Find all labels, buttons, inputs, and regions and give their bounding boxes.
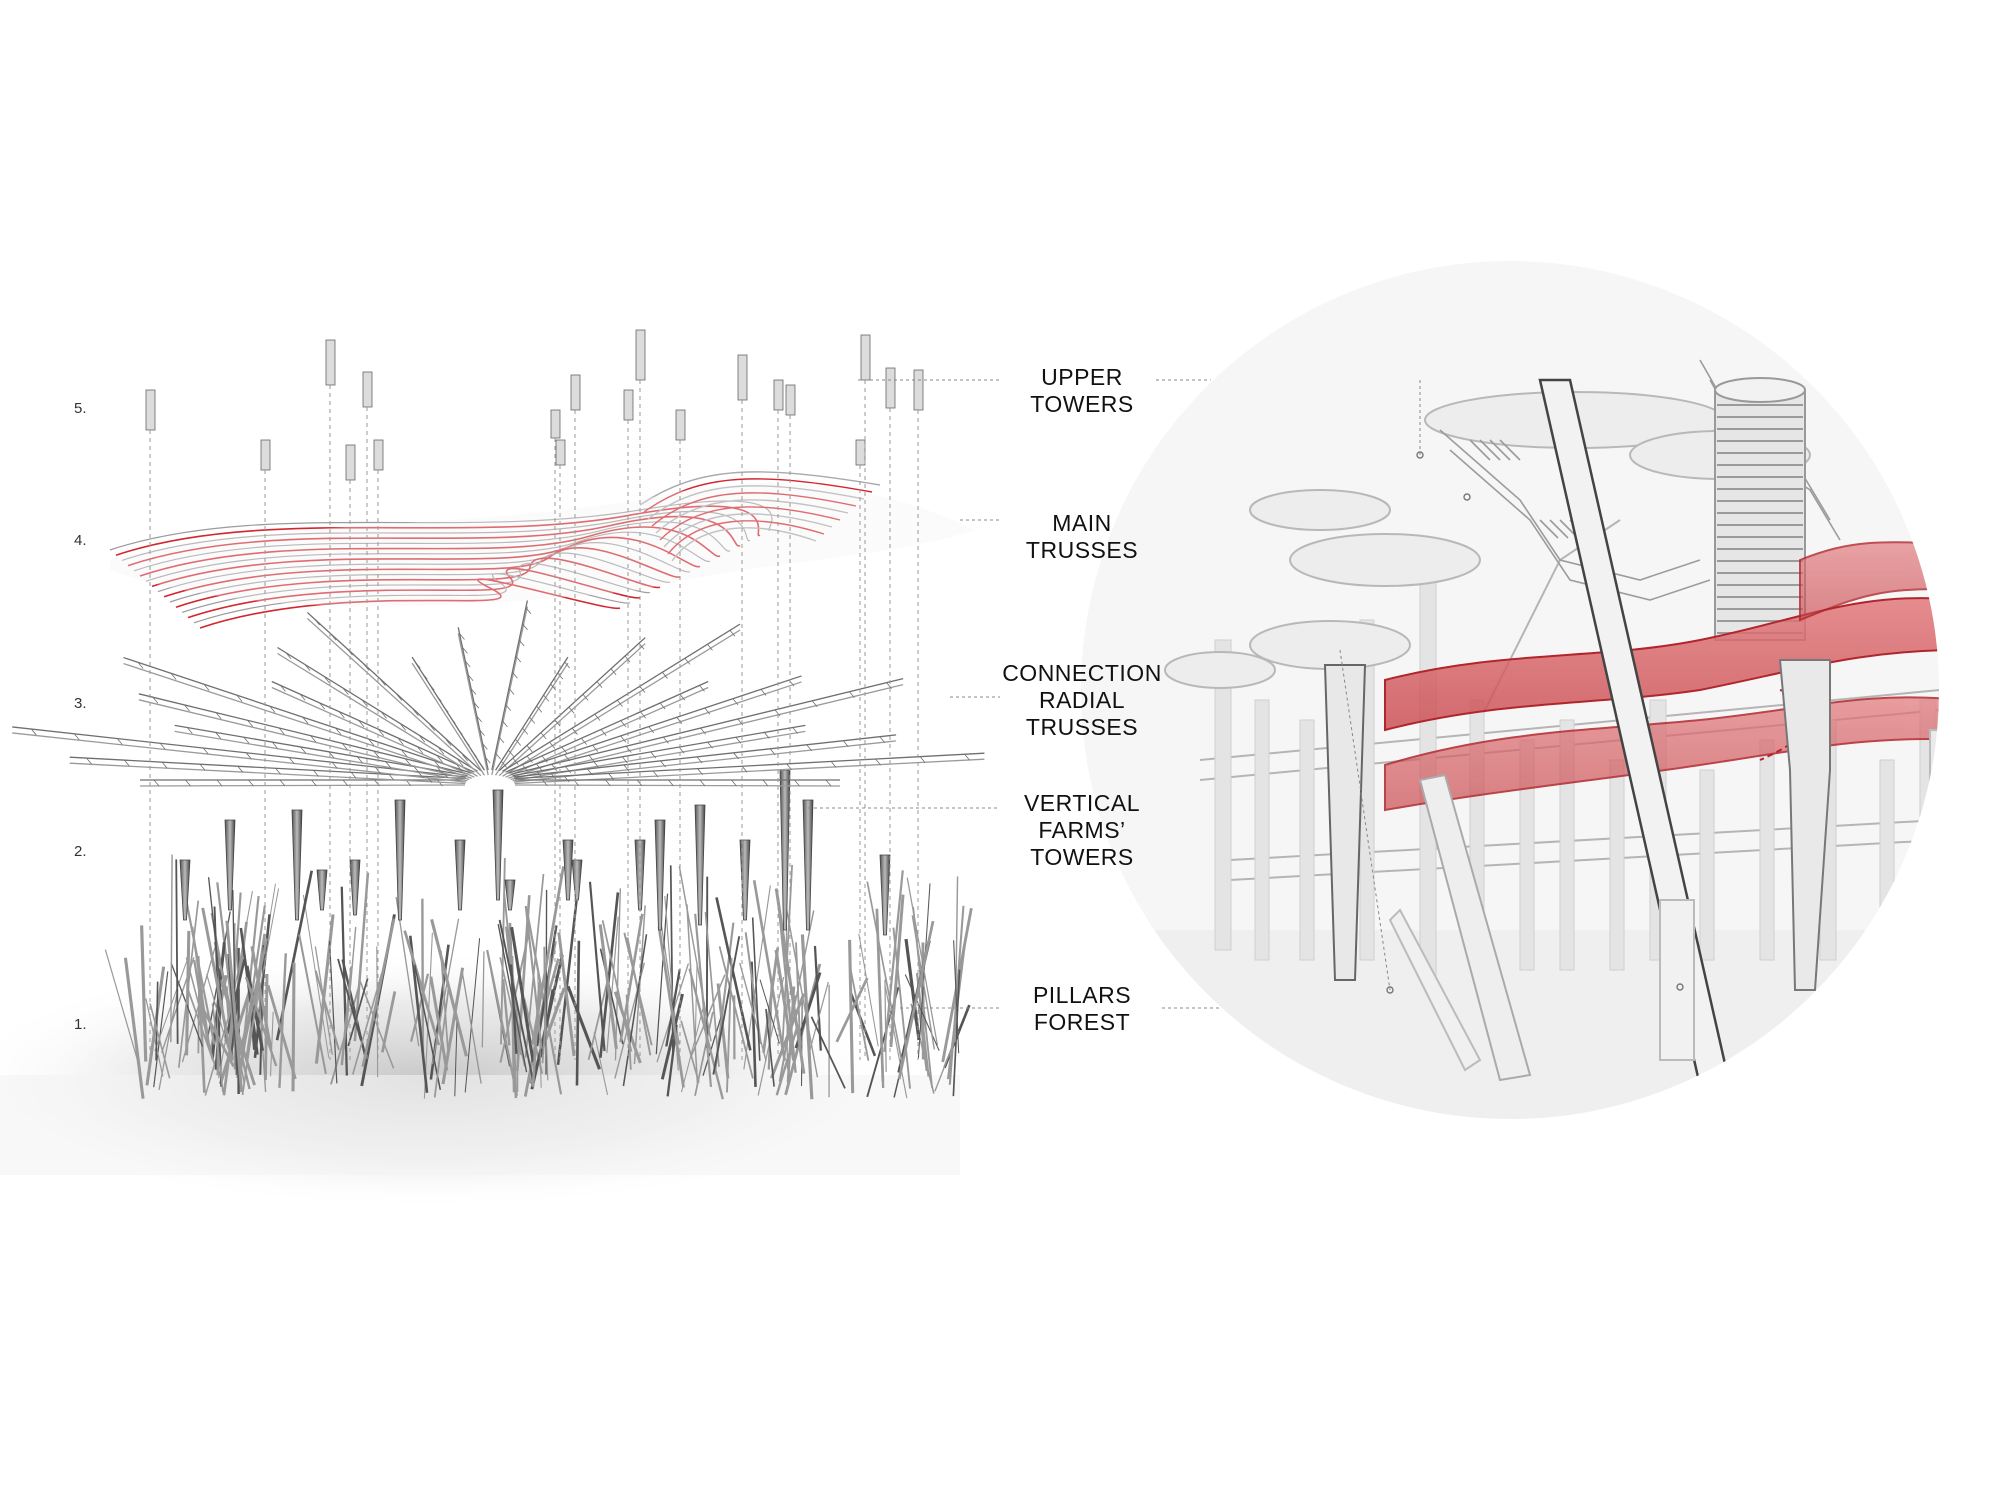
- dashed-projection-lines: [149, 380, 919, 1060]
- cylindrical-tower: [1714, 377, 1806, 641]
- connection-radial-trusses: [12, 600, 985, 787]
- layer-number-5: 5.: [74, 400, 87, 417]
- farm-tower-foreground: [1323, 664, 1367, 981]
- layer-number-3: 3.: [74, 695, 87, 712]
- upper-towers: [145, 329, 924, 481]
- layer-number-2: 2.: [74, 843, 87, 860]
- layer-number-4: 4.: [74, 532, 87, 549]
- main-trusses: [109, 471, 975, 629]
- vertical-farm-towers: [179, 769, 891, 936]
- layer-number-1: 1.: [74, 1016, 87, 1033]
- perspective-vignette: [1080, 260, 1940, 1120]
